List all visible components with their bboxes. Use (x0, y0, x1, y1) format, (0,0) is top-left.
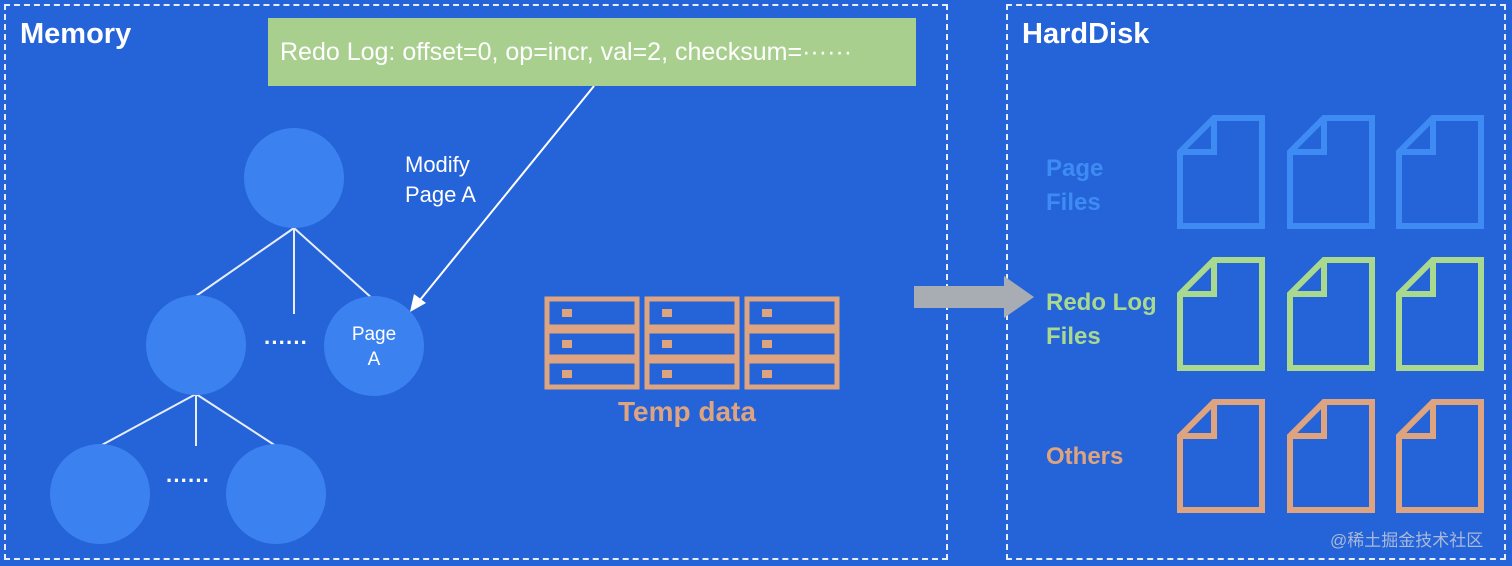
file-icon (1396, 399, 1484, 513)
tree-node-leaf-left (50, 444, 150, 544)
page-files-label-line1: Page (1046, 155, 1104, 182)
edge-left-child3 (195, 393, 277, 447)
modify-page-a-label: Modify Page A (405, 150, 476, 210)
page-files-label: Page Files (1046, 152, 1103, 220)
page-a-label-line2: A (368, 349, 381, 370)
modify-label-line2: Page A (405, 182, 476, 207)
harddisk-title: HardDisk (1022, 18, 1150, 50)
others-label-line1: Others (1046, 443, 1124, 470)
tree-node-root (244, 128, 344, 228)
file-icons (1177, 115, 1484, 513)
file-icon (1177, 257, 1265, 371)
modify-label-line1: Modify (405, 152, 470, 177)
page-files-label-line2: Files (1046, 189, 1101, 216)
file-icon (1177, 115, 1265, 229)
temp-block-3 (744, 296, 840, 390)
redo-files-label-line1: Redo Log (1046, 289, 1157, 316)
page-a-label-line1: Page (352, 324, 396, 345)
temp-data-label: Temp data (618, 396, 756, 427)
edge-root-left (195, 227, 295, 297)
tree-ellipsis-upper: ······ (264, 330, 308, 355)
tree-node-page-a (324, 296, 424, 396)
tree-edges (99, 227, 375, 447)
redo-files-label-line2: Files (1046, 323, 1101, 350)
modify-arrow-line (419, 85, 595, 301)
tree-ellipsis-lower: ······ (166, 468, 210, 493)
file-icon (1287, 257, 1375, 371)
memory-panel: Memory (4, 4, 948, 560)
edge-root-pagea (293, 227, 375, 301)
tree-node-leaf-right (226, 444, 326, 544)
temp-data-dots (562, 309, 772, 378)
others-label: Others (1046, 440, 1123, 474)
file-icon (1287, 115, 1375, 229)
watermark: @稀土掘金技术社区 (1330, 531, 1484, 550)
modify-arrow-head (410, 294, 426, 312)
file-icon (1396, 115, 1484, 229)
file-icon (1177, 399, 1265, 513)
temp-data-icon (544, 296, 840, 390)
file-icon (1287, 399, 1375, 513)
flush-arrow (914, 276, 1034, 318)
edge-left-child1 (99, 393, 197, 447)
tree-node-left (146, 295, 246, 395)
temp-block-2 (644, 296, 740, 390)
file-icon (1396, 257, 1484, 371)
temp-block-1 (544, 296, 640, 390)
memory-title: Memory (20, 18, 132, 50)
redo-log-record: Redo Log: offset=0, op=incr, val=2, chec… (268, 18, 916, 86)
redo-log-files-label: Redo Log Files (1046, 286, 1157, 354)
